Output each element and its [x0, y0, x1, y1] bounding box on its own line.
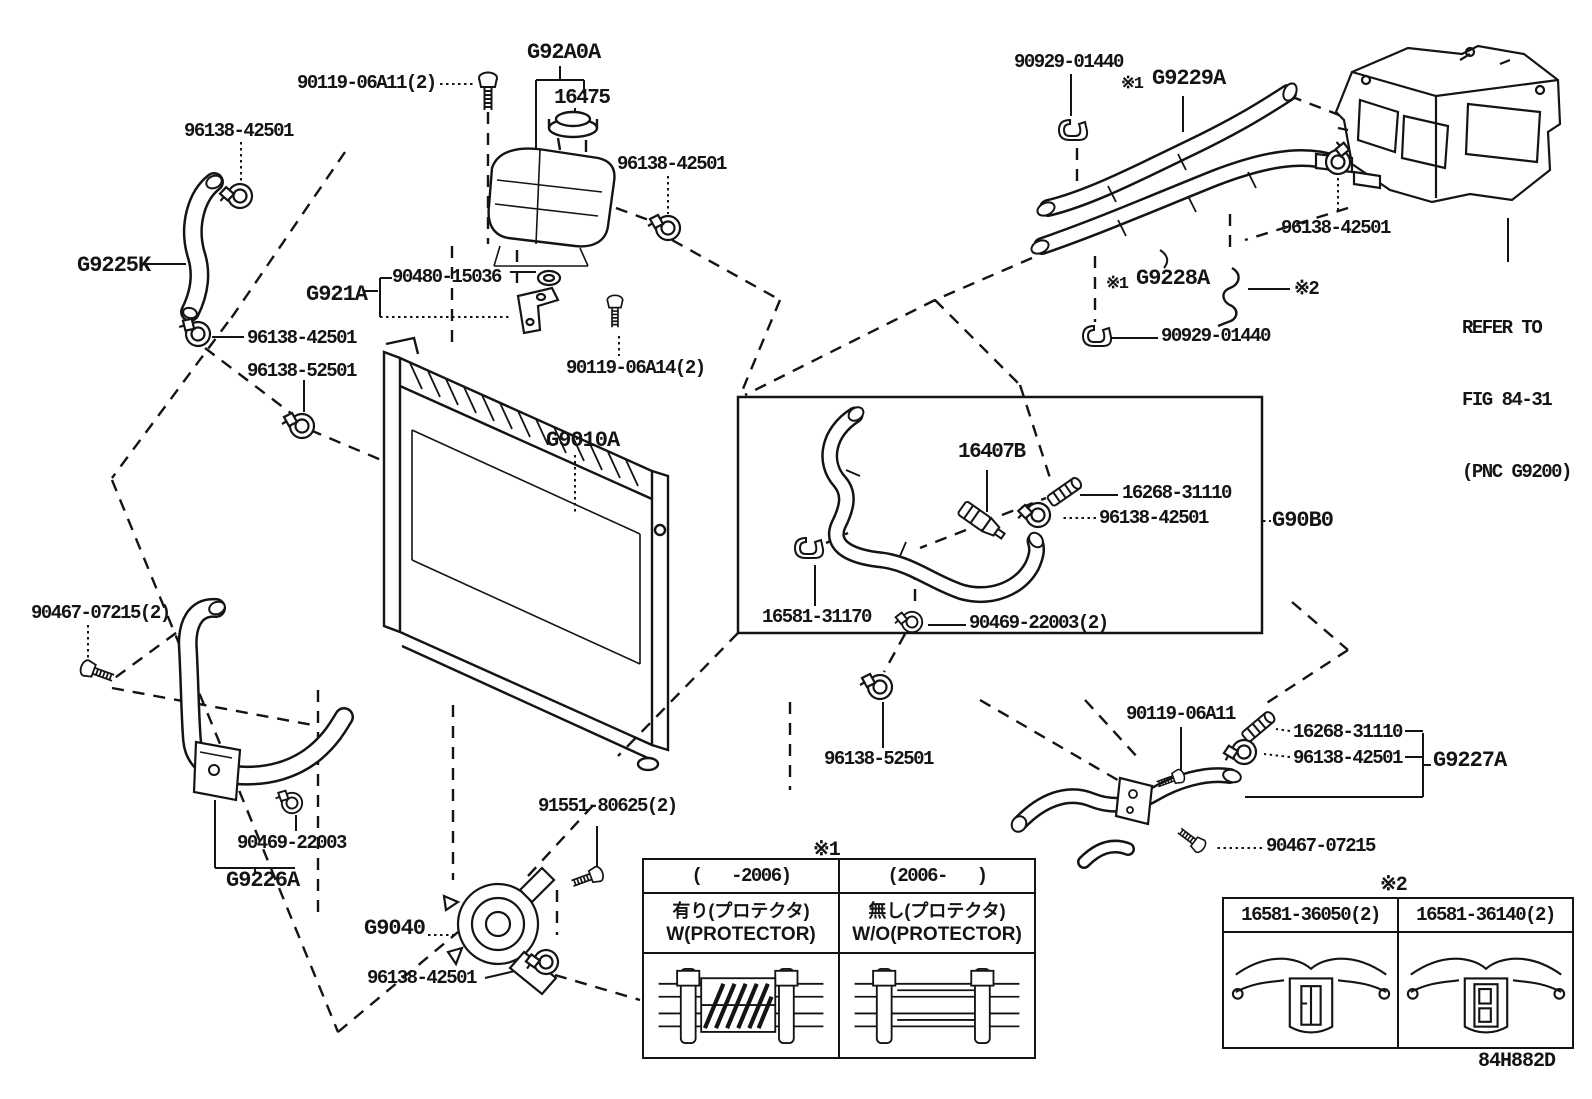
water-pump-g9040	[442, 866, 558, 996]
part-label-clamp-42501-e: 96138-42501	[1099, 507, 1209, 529]
part-label-clamp-42501-a: 96138-42501	[184, 120, 294, 142]
part-label-bolt-91551: 91551-80625(2)	[538, 795, 678, 817]
part-label-sensor-16407b: 16407B	[958, 441, 1026, 464]
hose-joint-marks	[1107, 153, 1257, 237]
part-label-marker1-g9228a: ※1	[1106, 275, 1129, 294]
table1-col1-header: ( -2006)	[644, 860, 840, 892]
protector-note-table: ( -2006) (2006- ) 有り(プロテクタ) W(PROTECTOR)…	[642, 858, 1036, 1059]
bracket-g921a	[516, 269, 562, 335]
part-label-clamp-90469-b: 90469-22003	[237, 832, 347, 854]
part-label-pipe-16268-a: 16268-31110	[1122, 482, 1232, 504]
table1-col2-en: W/O(PROTECTOR)	[852, 924, 1022, 945]
part-label-bolt-06a14: 90119-06A14(2)	[566, 357, 706, 379]
protector-illustration-with	[644, 954, 840, 1057]
hose-g9227a	[1010, 709, 1278, 869]
refer-note-line2: FIG 84-31	[1462, 389, 1553, 411]
hose-g9226a	[177, 597, 354, 802]
table1-col2-header: (2006- )	[887, 865, 988, 887]
part-label-clamp-42501-f: 96138-42501	[367, 967, 477, 989]
table2-marker: ※2	[1380, 874, 1408, 897]
clamp-variant-table: 16581-36050(2) 16581-36140(2)	[1222, 897, 1574, 1049]
refer-note-line3: (PNC G9200)	[1462, 461, 1572, 483]
part-label-g92a0a: G92A0A	[527, 40, 601, 65]
refer-note-line1: REFER TO	[1462, 317, 1543, 339]
hose-g9225k	[180, 172, 224, 322]
part-label-g9229a: G9229A	[1152, 66, 1226, 91]
part-label-bolt-90467-a: 90467-07215(2)	[31, 602, 171, 624]
water-temp-sensor-16407b	[957, 501, 1007, 540]
hose-g9229a	[1036, 82, 1298, 217]
table1-col1-jp: 有り(プロテクタ)	[672, 901, 810, 921]
part-label-cap-16475: 16475	[554, 87, 611, 110]
clamp-illustration-36140	[1399, 933, 1572, 1047]
part-label-g921a: G921A	[306, 282, 368, 307]
hose-g9228a	[1030, 149, 1343, 255]
drawing-code: 84H882D	[1478, 1050, 1556, 1073]
part-label-pipe-16268-b: 16268-31110	[1293, 721, 1403, 743]
clamp-illustration-36050	[1224, 933, 1399, 1047]
protector-illustration-without	[840, 954, 1034, 1057]
table1-col2-jp: 無し(プロテクタ)	[868, 901, 1006, 921]
inverter-assembly-g9200	[1314, 44, 1562, 204]
grommet-90480-15036	[536, 269, 562, 287]
g90b0-group-box	[736, 395, 1264, 636]
part-label-clip-90929-b: 90929-01440	[1161, 325, 1271, 347]
pipe-bracket	[1114, 776, 1154, 826]
part-label-g90b0: G90B0	[1272, 508, 1334, 533]
part-label-clamp-52501-a: 96138-52501	[247, 360, 357, 382]
table1-col1-en: W(PROTECTOR)	[666, 924, 816, 945]
part-label-bolt-06a11-2: 90119-06A11(2)	[297, 72, 437, 94]
part-label-g9226a: G9226A	[226, 868, 300, 893]
part-label-clamp-52501-b: 96138-52501	[824, 748, 934, 770]
part-label-marker2-bracket: ※2	[1294, 278, 1320, 300]
table1-marker: ※1	[813, 839, 841, 862]
part-label-grommet-90480: 90480-15036	[392, 266, 502, 288]
part-label-clamp-42501-b: 96138-42501	[617, 153, 727, 175]
radiator-g9010a	[382, 336, 670, 772]
part-label-clamp-42501-c: 96138-42501	[247, 327, 357, 349]
part-label-bolt-06a11: 90119-06A11	[1126, 703, 1236, 725]
part-label-g9228a: G9228A	[1136, 266, 1210, 291]
small-parts	[77, 71, 1354, 983]
part-label-g9225k: G9225K	[77, 253, 151, 278]
part-label-g9040: G9040	[364, 916, 426, 941]
refer-note: REFER TO FIG 84-31 (PNC G9200)	[1462, 268, 1572, 508]
part-label-marker1-g9229a: ※1	[1121, 75, 1144, 94]
part-label-bolt-90467-b: 90467-07215	[1266, 835, 1376, 857]
table2-col1-header: 16581-36050(2)	[1224, 899, 1399, 931]
association-dashed-lines	[110, 94, 1353, 1033]
reservoir-tank-g92a0a	[487, 110, 616, 267]
part-label-g9227a: G9227A	[1433, 748, 1507, 773]
pipe-clamp-bracket	[1217, 266, 1240, 328]
part-label-clamp-90469-a: 90469-22003(2)	[969, 612, 1109, 634]
part-label-g9010a: G9010A	[546, 428, 620, 453]
part-label-clip-90929-a: 90929-01440	[1014, 51, 1124, 73]
table2-col2-header: 16581-36140(2)	[1416, 904, 1556, 926]
part-label-clamp-42501-d: 96138-42501	[1281, 217, 1391, 239]
part-label-clamp-42501-g: 96138-42501	[1293, 747, 1403, 769]
part-label-clip-16581: 16581-31170	[762, 606, 872, 628]
